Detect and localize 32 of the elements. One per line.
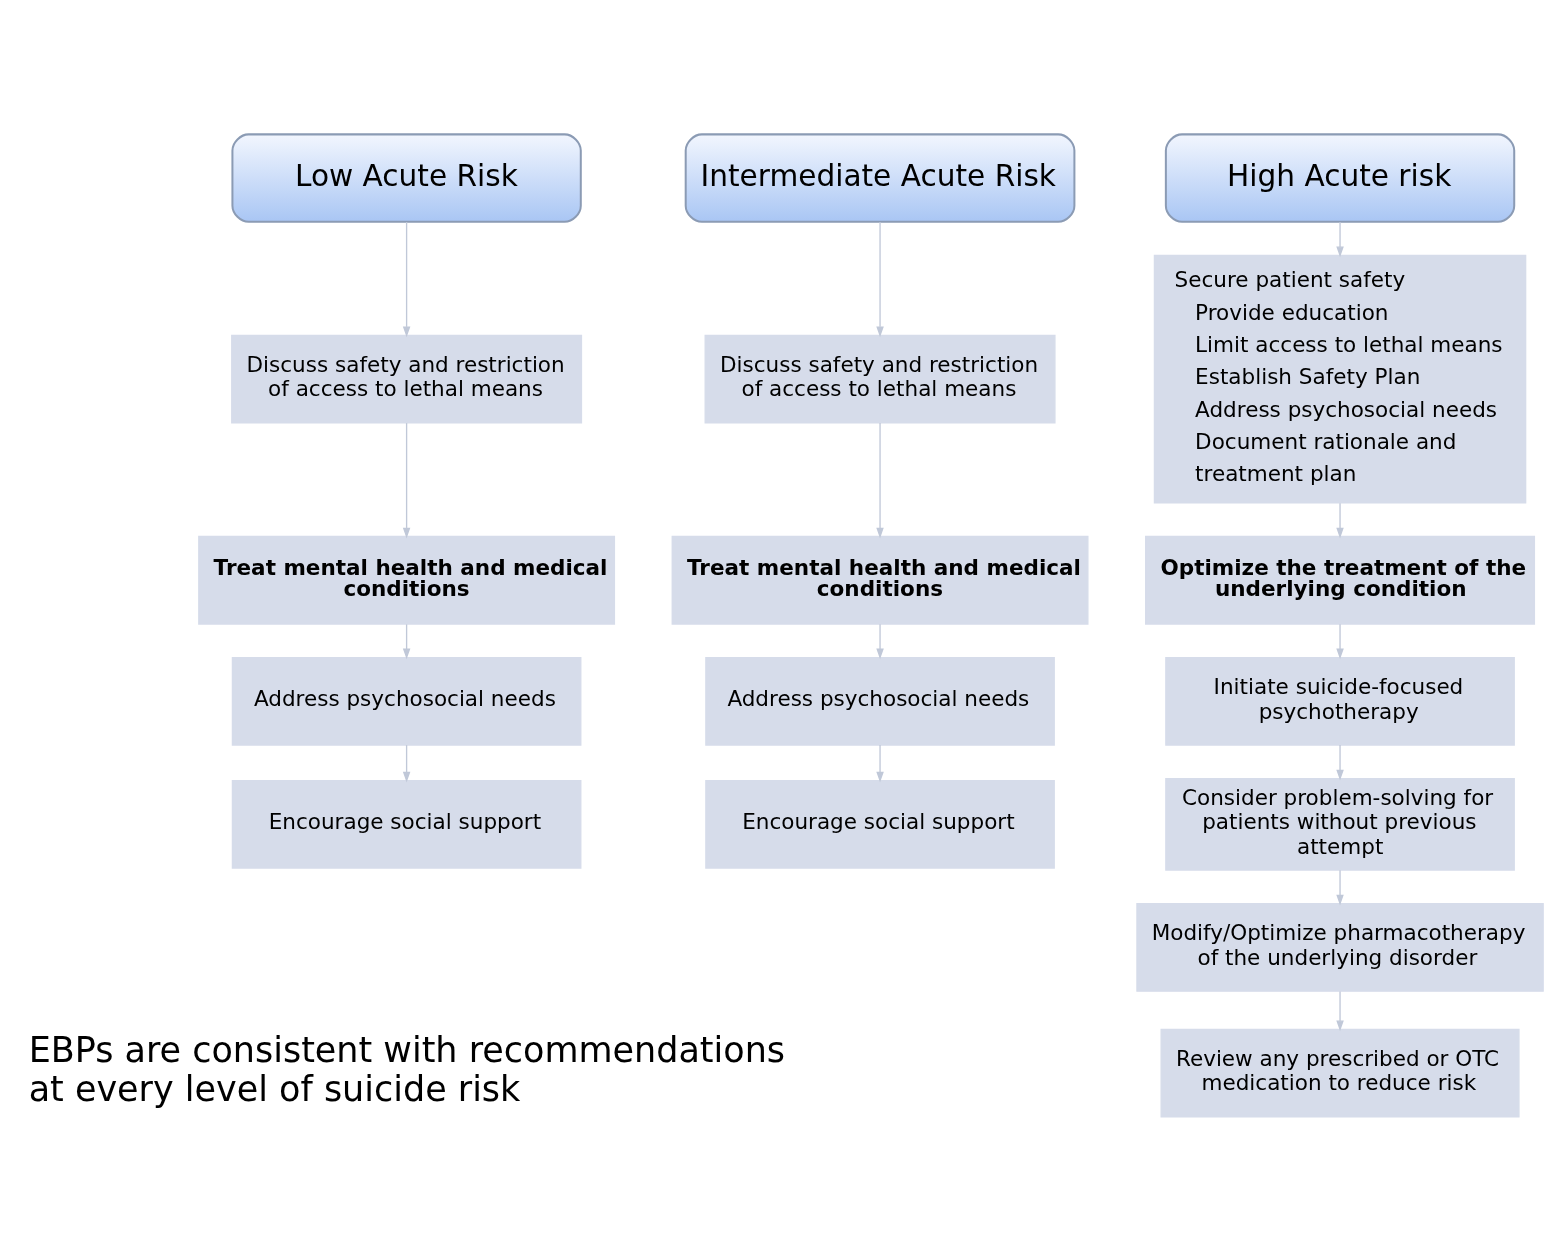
node-box: High Acute risk	[1164, 132, 1516, 223]
arrow	[876, 623, 884, 659]
arrow	[876, 743, 884, 783]
node-box: Treat mental health and medical conditions	[198, 535, 616, 625]
arrow	[402, 623, 411, 659]
node-box: Treat mental health and medical conditions	[671, 535, 1089, 625]
arrow	[1336, 502, 1344, 538]
arrow	[1336, 743, 1344, 781]
node-box: Address psychosocial needs	[705, 656, 1055, 746]
node-box: Initiate suicide-focused psychotherapy	[1165, 656, 1515, 746]
node-box: Secure patient safety Provide education Limit access to lethal means Establish Safety Plan Address psychosocial needs Document rationale and treatment plan	[1153, 254, 1527, 504]
node-box: Discuss safety and restriction of access to lethal means	[704, 334, 1056, 424]
node-box: Modify/Optimize pharmacotherapy of the underlying disorder	[1136, 902, 1544, 992]
arrow	[402, 421, 411, 538]
arrow	[1336, 623, 1344, 659]
arrow	[1336, 220, 1344, 257]
node-box: Optimize the treatment of the underlying condition	[1145, 535, 1536, 625]
node-box: Discuss safety and restriction of access to lethal means	[231, 334, 583, 424]
arrow	[1336, 990, 1344, 1031]
node-box: Encourage social support	[705, 779, 1055, 869]
arrow	[402, 220, 411, 337]
node-box: Low Acute Risk	[231, 132, 582, 223]
label: EBPs are consistent with recommendations at every level of suicide risk	[28, 1029, 786, 1109]
node-box: Intermediate Acute Risk	[684, 132, 1076, 223]
node-box: Review any prescribed or OTC medication to reduce risk	[1160, 1028, 1520, 1118]
node-box: Address psychosocial needs	[231, 656, 582, 746]
arrow	[876, 220, 884, 337]
node-box: Consider problem-solving for patients without previous attempt	[1165, 777, 1515, 871]
arrow	[1336, 869, 1344, 905]
node-box: Encourage social support	[231, 779, 582, 869]
arrow	[876, 421, 884, 538]
arrow	[402, 743, 411, 783]
